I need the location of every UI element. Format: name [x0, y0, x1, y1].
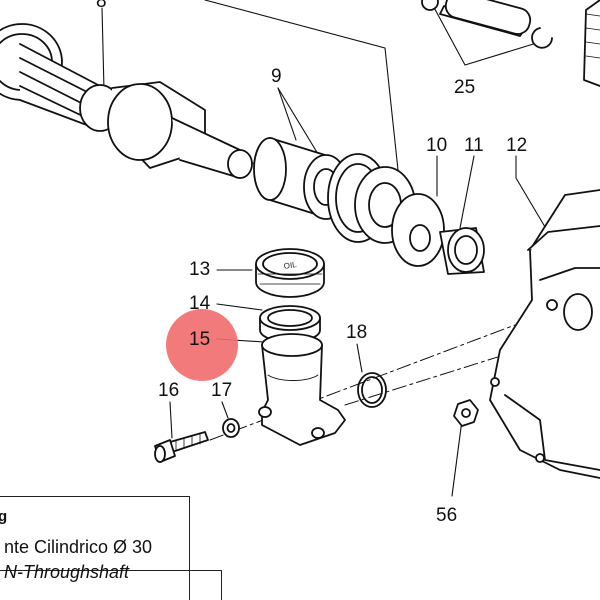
- washer-part-17: [222, 418, 240, 438]
- legend-box: [0, 496, 190, 600]
- callout-10: 10: [426, 135, 448, 156]
- reservoir-part-15: [258, 333, 346, 446]
- nut-part-56: [453, 399, 479, 427]
- highlight-marker: [166, 309, 238, 381]
- leader-lines: [101, 0, 549, 497]
- legend-box-lower: [0, 570, 222, 600]
- callout-12: 12: [506, 135, 528, 156]
- callout-18: 18: [346, 322, 368, 343]
- oring-part-18: [357, 372, 387, 408]
- callout-9: 9: [271, 66, 282, 87]
- housing-part-12: [489, 189, 600, 479]
- bushing-part-11: [439, 227, 485, 275]
- cap-part-13: [255, 248, 325, 298]
- callout-8: 8: [96, 0, 107, 12]
- legend-line-1: g: [0, 508, 8, 525]
- callout-16: 16: [158, 380, 180, 401]
- bolt-part-16: [154, 431, 209, 463]
- callout-14: 14: [189, 293, 211, 314]
- callout-11: 11: [464, 135, 484, 156]
- callout-25: 25: [454, 77, 476, 98]
- legend-line-3: N-Throughshaft: [4, 562, 130, 582]
- callout-56: 56: [436, 505, 458, 526]
- washer-part-10: [391, 193, 445, 267]
- shaft-part-8: [0, 23, 253, 179]
- part-fragment-top-right: [583, 0, 600, 87]
- callout-13: 13: [189, 259, 211, 280]
- legend-line-2: nte Cilindrico Ø 30: [4, 537, 153, 557]
- callout-15: 15: [189, 329, 211, 350]
- callout-17: 17: [211, 380, 233, 401]
- cap-marking: OIL: [283, 260, 298, 271]
- pin-part-25: [421, 0, 553, 49]
